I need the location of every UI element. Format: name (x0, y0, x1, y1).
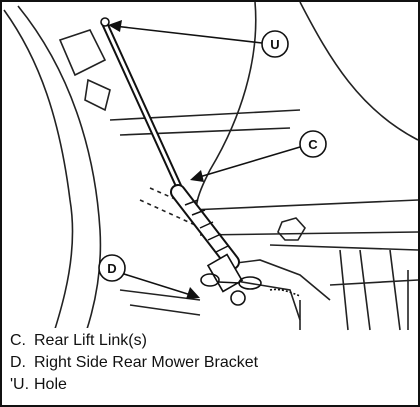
legend-text: Right Side Rear Mower Bracket (34, 354, 259, 371)
callout-d: D (98, 254, 200, 299)
legend-item-u: 'U. Hole (10, 374, 420, 396)
legend: C. Rear Lift Link(s) D. Right Side Rear … (10, 330, 420, 396)
callout-c-label: C (308, 137, 318, 152)
callout-u: U (108, 20, 289, 58)
legend-item-d: D. Right Side Rear Mower Bracket (10, 352, 420, 374)
callout-d-label: D (107, 261, 116, 276)
legend-text: Hole (34, 376, 67, 393)
callout-c: C (190, 130, 327, 182)
legend-text: Rear Lift Link(s) (34, 332, 147, 349)
legend-key: D. (10, 354, 26, 371)
legend-backdrop (3, 328, 199, 404)
rear-lift-link (100, 17, 244, 293)
legend-key: C. (10, 332, 26, 349)
legend-key: 'U. (10, 376, 30, 393)
callout-u-label: U (270, 37, 279, 52)
legend-backdrop-right (199, 335, 411, 404)
legend-item-c: C. Rear Lift Link(s) (10, 330, 420, 352)
hole (100, 17, 110, 27)
hitch-pin (200, 273, 301, 306)
